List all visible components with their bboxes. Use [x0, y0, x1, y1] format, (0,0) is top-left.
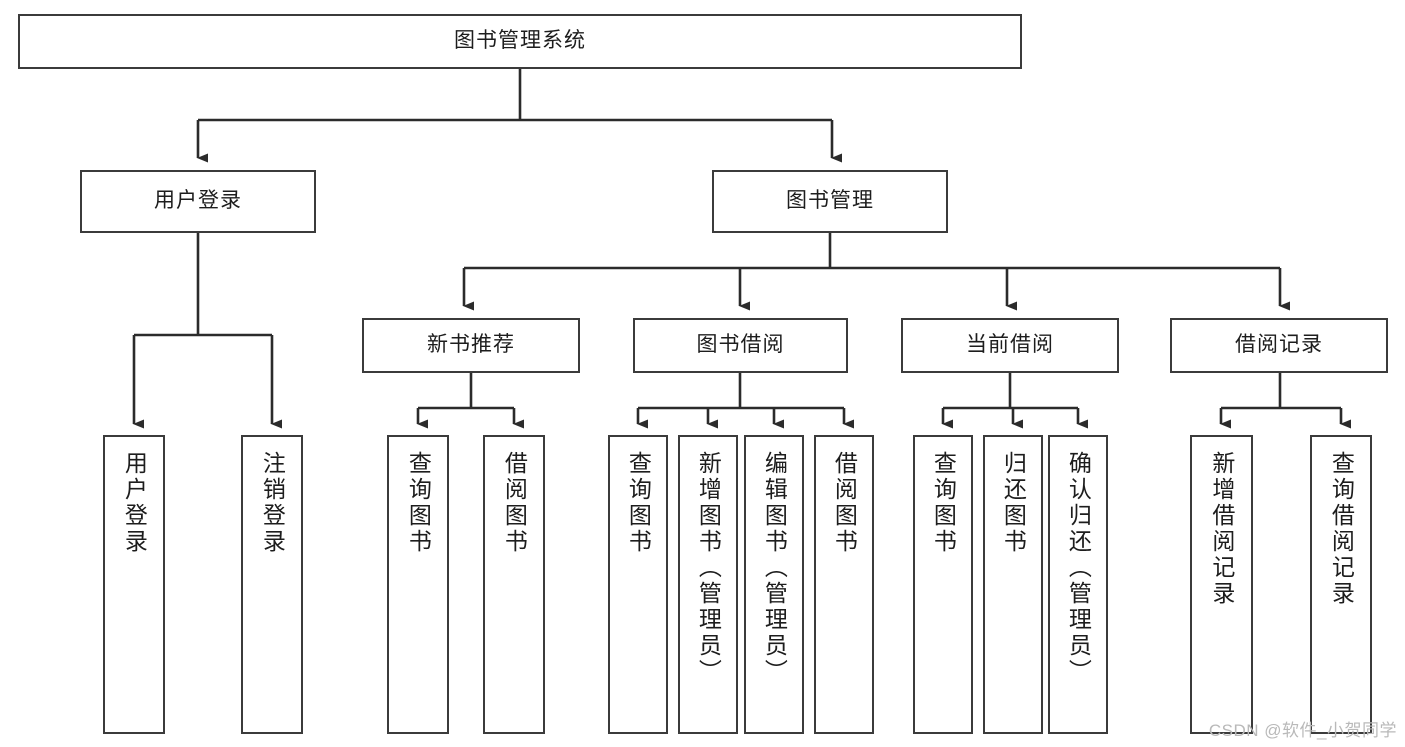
node-root[interactable]: 图书管理系统 [18, 14, 1022, 69]
node-borrow-record[interactable]: 借阅记录 [1170, 318, 1388, 373]
node-book-management[interactable]: 图书管理 [712, 170, 948, 233]
node-label-root: 图书管理系统 [454, 29, 586, 53]
node-leaf-edit-book[interactable]: 编辑图书（管理员） [744, 435, 804, 734]
node-label-leaf-query-book-rec: 查询图书 [405, 451, 432, 555]
node-label-leaf-query-book-current: 查询图书 [930, 451, 957, 555]
edge-bookborrow-to-leaves [636, 373, 854, 429]
node-leaf-user-login[interactable]: 用户登录 [103, 435, 165, 734]
node-new-book-recommend[interactable]: 新书推荐 [362, 318, 580, 373]
node-leaf-return-book[interactable]: 归还图书 [983, 435, 1043, 734]
node-label-leaf-add-book: 新增图书（管理员） [695, 451, 722, 685]
node-label-leaf-user-login: 用户登录 [121, 451, 148, 555]
node-current-borrow[interactable]: 当前借阅 [901, 318, 1119, 373]
edge-userlogin-to-leaves [132, 233, 282, 429]
node-leaf-borrow-book[interactable]: 借阅图书 [814, 435, 874, 734]
node-label-leaf-borrow-book: 借阅图书 [831, 451, 858, 555]
node-leaf-add-record[interactable]: 新增借阅记录 [1190, 435, 1253, 734]
node-label-new-book-recommend: 新书推荐 [427, 333, 515, 357]
edge-borrowrecord-to-leaves [1219, 373, 1351, 429]
node-label-leaf-logout: 注销登录 [259, 451, 286, 555]
node-label-current-borrow: 当前借阅 [966, 333, 1054, 357]
node-label-leaf-return-book: 归还图书 [1000, 451, 1027, 555]
node-user-login[interactable]: 用户登录 [80, 170, 316, 233]
node-label-book-borrow: 图书借阅 [696, 333, 785, 357]
node-leaf-query-book-borrow[interactable]: 查询图书 [608, 435, 668, 734]
node-leaf-query-book-rec[interactable]: 查询图书 [387, 435, 449, 734]
node-label-leaf-query-book-borrow: 查询图书 [625, 451, 652, 555]
node-label-book-management: 图书管理 [786, 189, 874, 213]
node-leaf-add-book[interactable]: 新增图书（管理员） [678, 435, 738, 734]
edge-bookmanagement-to-level2 [462, 233, 1290, 311]
node-leaf-confirm-return[interactable]: 确认归还（管理员） [1048, 435, 1108, 734]
edge-newbook-to-leaves [416, 373, 524, 429]
edge-root-to-level1 [196, 69, 842, 163]
node-book-borrow[interactable]: 图书借阅 [633, 318, 848, 373]
edge-currentborrow-to-leaves [941, 373, 1088, 429]
node-label-leaf-edit-book: 编辑图书（管理员） [761, 451, 788, 685]
node-label-leaf-confirm-return: 确认归还（管理员） [1065, 451, 1092, 685]
node-label-user-login: 用户登录 [154, 189, 242, 213]
node-label-leaf-add-record: 新增借阅记录 [1208, 451, 1235, 607]
node-label-leaf-borrow-book-rec: 借阅图书 [501, 451, 528, 555]
node-label-leaf-query-record: 查询借阅记录 [1328, 451, 1355, 607]
node-leaf-borrow-book-rec[interactable]: 借阅图书 [483, 435, 545, 734]
node-leaf-query-book-current[interactable]: 查询图书 [913, 435, 973, 734]
node-leaf-query-record[interactable]: 查询借阅记录 [1310, 435, 1372, 734]
node-label-borrow-record: 借阅记录 [1235, 333, 1323, 357]
node-leaf-logout[interactable]: 注销登录 [241, 435, 303, 734]
